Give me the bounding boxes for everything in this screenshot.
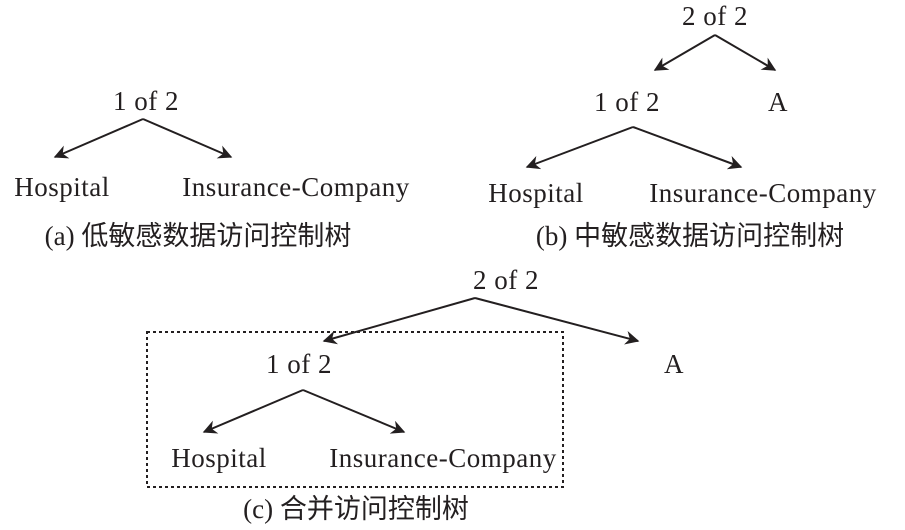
edge-b-root-a [714, 34, 777, 71]
b-root-gate: 2 of 2 [682, 1, 748, 31]
edge-c-root-gate [322, 297, 476, 345]
a-root-gate: 1 of 2 [113, 86, 179, 116]
edge-a-root-insurance [142, 118, 233, 159]
a-leaf-insurance-company: Insurance-Company [182, 172, 410, 202]
edge-b-gate-insurance [632, 126, 743, 170]
b-leaf-a: A [768, 87, 788, 117]
b-caption: (b) 中敏感数据访问控制树 [535, 221, 845, 251]
c-leaf-hospital: Hospital [171, 443, 267, 473]
c-caption: (c) 合并访问控制树 [243, 494, 469, 524]
c-child-gate: 1 of 2 [266, 349, 332, 379]
b-leaf-hospital: Hospital [488, 178, 584, 208]
edge-a-root-hospital [53, 118, 144, 159]
b-child-gate: 1 of 2 [594, 87, 660, 117]
edge-c-gate-insurance [302, 389, 406, 434]
edge-c-gate-hospital [202, 389, 304, 434]
b-leaf-insurance-company: Insurance-Company [649, 178, 877, 208]
edge-b-gate-hospital [525, 126, 634, 170]
a-leaf-hospital: Hospital [14, 172, 110, 202]
edge-c-root-a [474, 297, 640, 345]
edge-b-root-gate [653, 34, 716, 71]
c-leaf-insurance-company: Insurance-Company [329, 443, 557, 473]
c-leaf-a: A [664, 349, 684, 379]
merged-subtree-dashed-box [146, 331, 564, 488]
c-root-gate: 2 of 2 [473, 265, 539, 295]
a-caption: (a) 低敏感数据访问控制树 [44, 221, 352, 251]
